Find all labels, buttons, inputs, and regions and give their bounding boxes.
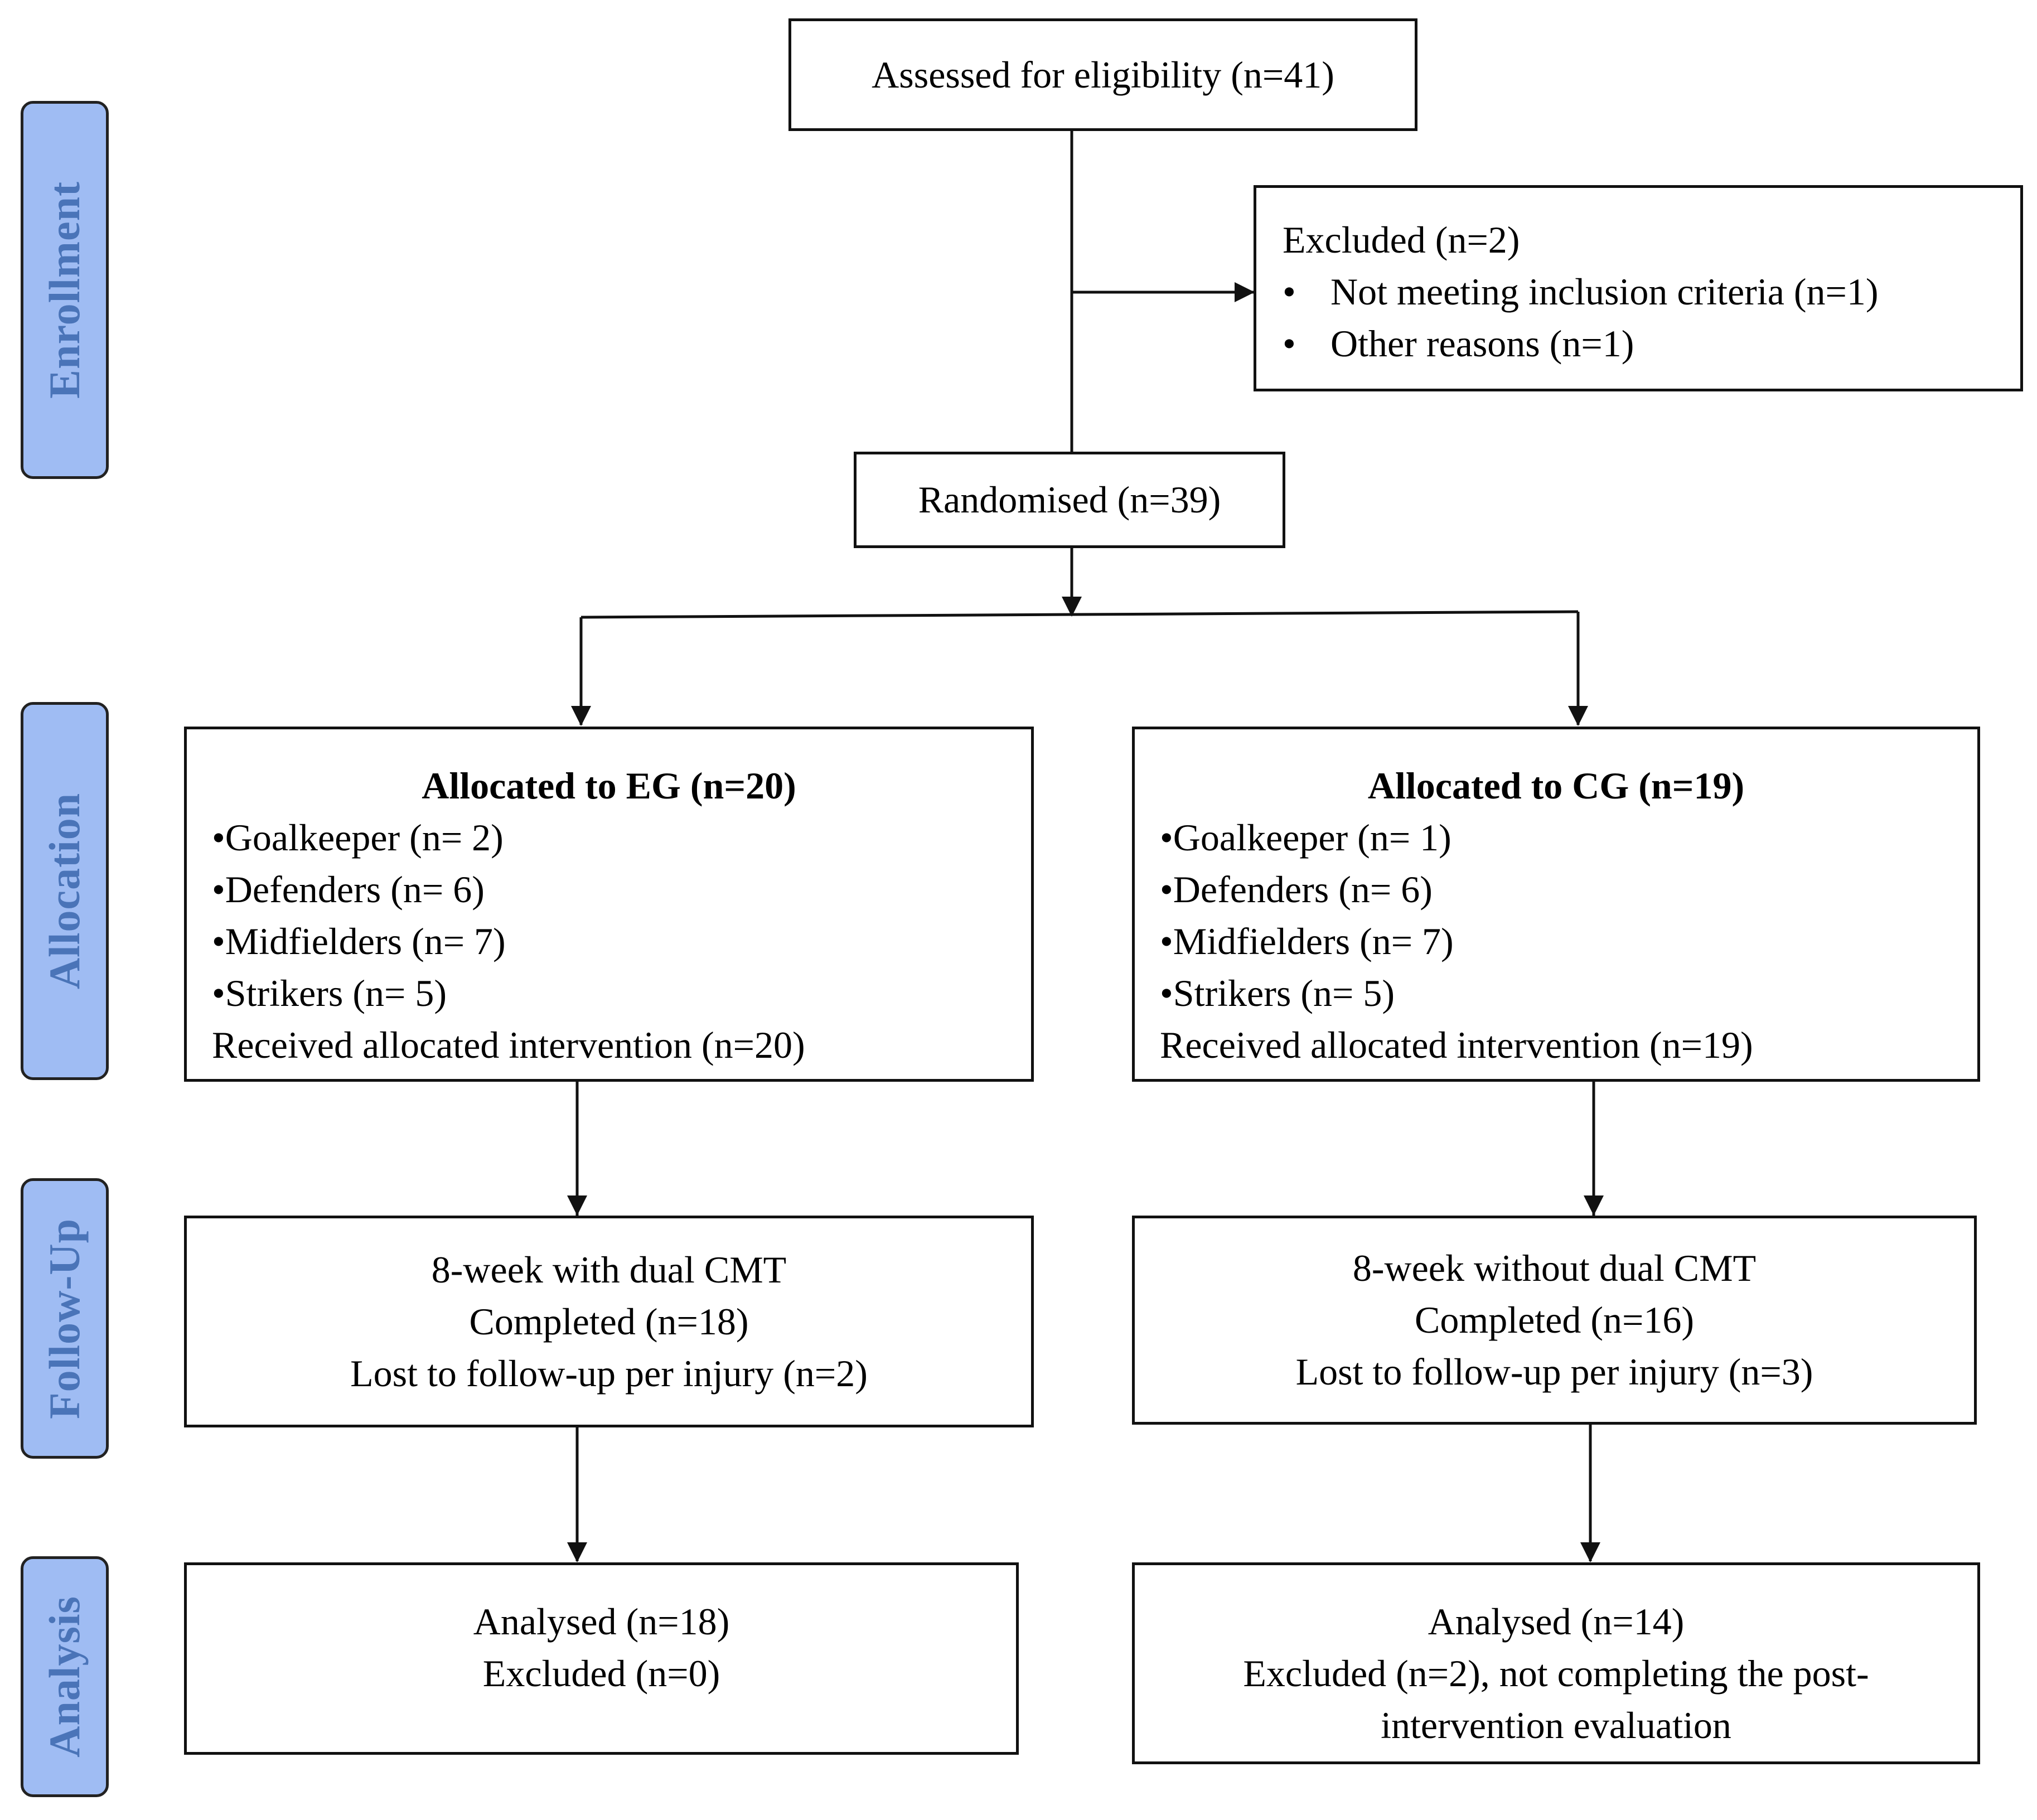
eg-follow-up-box: 8-week with dual CMT Completed (n=18) Lo…	[184, 1216, 1034, 1427]
cg-follow-up-line: Lost to follow-up per injury (n=3)	[1295, 1351, 1813, 1393]
cg-analysis-line: intervention evaluation	[1381, 1704, 1731, 1746]
assessed-text: Assessed for eligibility (n=41)	[872, 53, 1334, 96]
eg-analysis-line: Analysed (n=18)	[473, 1600, 730, 1643]
cg-position-item: •Defenders (n= 6)	[1160, 868, 1433, 911]
eg-received-text: Received allocated intervention (n=20)	[212, 1024, 805, 1066]
excluded-item-text: Other reasons (n=1)	[1330, 322, 1634, 365]
eg-position-item: •Midfielders (n= 7)	[212, 920, 506, 962]
randomised-text: Randomised (n=39)	[918, 478, 1221, 521]
stage-label-text: Analysis	[40, 1596, 89, 1758]
bullet-icon: •	[1283, 322, 1296, 365]
stage-label-text: Follow-Up	[40, 1218, 89, 1419]
stage-label-text: Allocation	[40, 792, 89, 990]
arrowhead-eg-followup	[567, 1195, 587, 1216]
connector-split	[580, 610, 1579, 619]
excluded-item: • Other reasons (n=1)	[1283, 318, 2020, 370]
cg-position-item: •Midfielders (n= 7)	[1160, 920, 1454, 962]
cg-position-item: •Goalkeeper (n= 1)	[1160, 816, 1451, 859]
arrowhead-randomised	[1062, 597, 1082, 617]
stage-label-enrollment: Enrollment	[21, 101, 109, 479]
excluded-title: Excluded (n=2)	[1283, 219, 1520, 261]
stage-label-allocation: Allocation	[21, 702, 109, 1080]
eg-allocation-title: Allocated to EG (n=20)	[422, 764, 796, 807]
assessed-box: Assessed for eligibility (n=41)	[788, 18, 1417, 131]
cg-allocation-title: Allocated to CG (n=19)	[1367, 764, 1745, 807]
stage-label-analysis: Analysis	[21, 1556, 109, 1797]
randomised-box: Randomised (n=39)	[854, 452, 1285, 548]
cg-allocation-box: Allocated to CG (n=19) •Goalkeeper (n= 1…	[1132, 727, 1980, 1082]
bullet-icon: •	[1283, 270, 1296, 313]
stage-label-text: Enrollment	[40, 181, 89, 399]
stage-label-follow-up: Follow-Up	[21, 1178, 109, 1459]
eg-position-item: •Strikers (n= 5)	[212, 972, 447, 1014]
cg-follow-up-line: 8-week without dual CMT	[1352, 1247, 1757, 1289]
cg-analysis-line: Excluded (n=2), not completing the post-	[1243, 1652, 1869, 1695]
eg-follow-up-line: 8-week with dual CMT	[431, 1248, 787, 1291]
cg-follow-up-line: Completed (n=16)	[1414, 1299, 1695, 1341]
excluded-item: • Not meeting inclusion criteria (n=1)	[1283, 266, 2020, 318]
eg-analysis-box: Analysed (n=18) Excluded (n=0)	[184, 1562, 1019, 1755]
eg-allocation-box: Allocated to EG (n=20) •Goalkeeper (n= 2…	[184, 727, 1034, 1082]
eg-follow-up-line: Lost to follow-up per injury (n=2)	[350, 1352, 868, 1395]
excluded-box: Excluded (n=2) • Not meeting inclusion cr…	[1254, 185, 2023, 391]
cg-received-text: Received allocated intervention (n=19)	[1160, 1024, 1753, 1066]
eg-analysis-line: Excluded (n=0)	[482, 1652, 720, 1695]
arrowhead-cg-followup	[1584, 1195, 1604, 1216]
arrowhead-eg-allocation	[571, 706, 591, 726]
arrowhead-cg-allocation	[1568, 706, 1588, 726]
excluded-item-text: Not meeting inclusion criteria (n=1)	[1330, 270, 1879, 313]
eg-follow-up-line: Completed (n=18)	[469, 1300, 749, 1343]
eg-position-item: •Goalkeeper (n= 2)	[212, 816, 504, 859]
eg-position-item: •Defenders (n= 6)	[212, 868, 485, 911]
arrowhead-cg-analysis	[1580, 1542, 1600, 1562]
cg-follow-up-box: 8-week without dual CMT Completed (n=16)…	[1132, 1216, 1977, 1425]
cg-analysis-box: Analysed (n=14) Excluded (n=2), not comp…	[1132, 1562, 1980, 1764]
arrowhead-eg-analysis	[567, 1542, 587, 1562]
arrowhead-excluded-tip	[1235, 282, 1255, 302]
cg-analysis-line: Analysed (n=14)	[1428, 1600, 1685, 1643]
cg-position-item: •Strikers (n= 5)	[1160, 972, 1395, 1014]
